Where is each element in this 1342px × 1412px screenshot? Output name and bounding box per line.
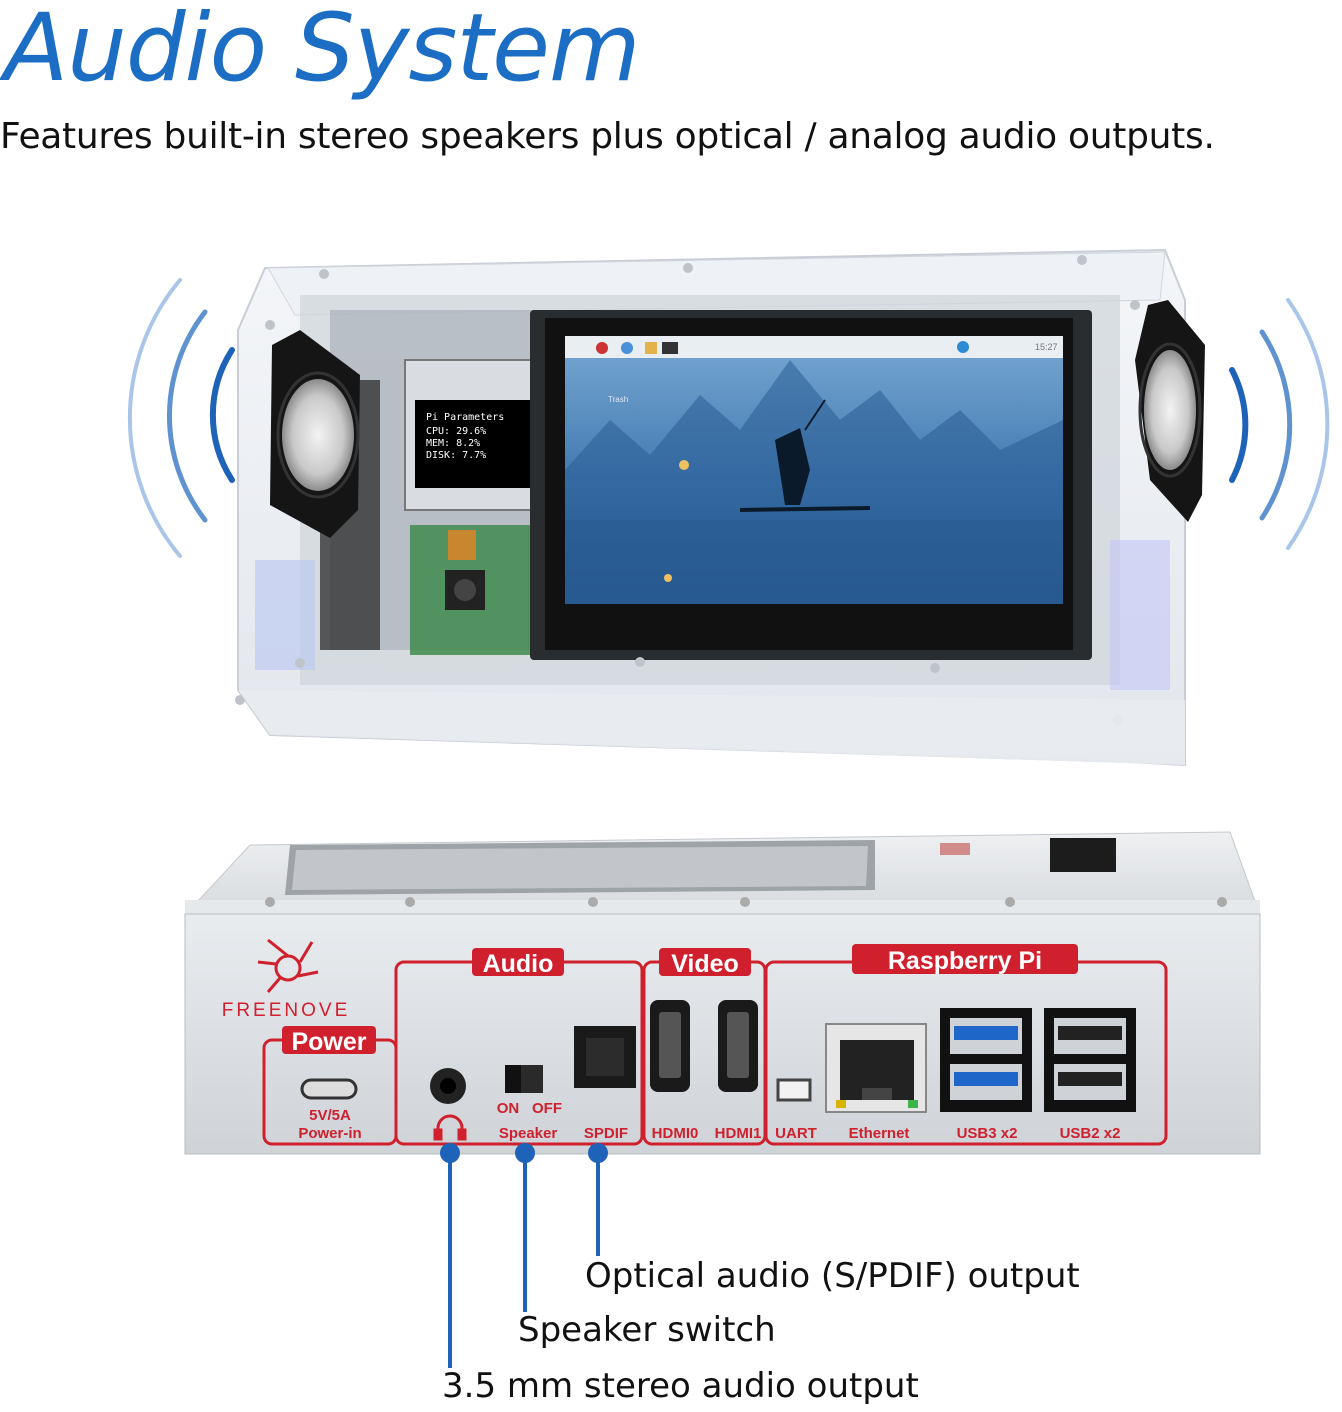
oled-title: Pi Parameters [426, 412, 504, 423]
hdmi0-port [650, 1000, 690, 1092]
usb2-label: USB2 x2 [1060, 1125, 1121, 1142]
video-section-label: Video [671, 950, 739, 978]
speaker-label: Speaker [499, 1125, 558, 1142]
oled-mem: MEM: 8.2% [426, 438, 480, 449]
headphone-icon [433, 1114, 467, 1141]
power-section-label: Power [291, 1028, 366, 1056]
hdmi1-port [718, 1000, 758, 1092]
power-spec-label: 5V/5A [309, 1107, 351, 1124]
freenove-logo-icon [257, 938, 319, 993]
oled-cpu: CPU: 29.6% [426, 426, 486, 437]
optical-callout: Optical audio (S/PDIF) output [585, 1256, 1080, 1296]
power-in-label: Power-in [298, 1125, 361, 1142]
screen-clock: 15:27 [1035, 342, 1058, 352]
uart-label: UART [775, 1125, 817, 1142]
brand-label: FREENOVE [222, 1000, 351, 1021]
raspberry-section-label: Raspberry Pi [888, 947, 1042, 975]
hdmi0-label: HDMI0 [652, 1125, 699, 1142]
spdif-label: SPDIF [584, 1125, 628, 1142]
right-speaker-icon [1135, 300, 1205, 522]
oled-disk: DISK: 7.7% [426, 450, 486, 461]
uart-port [776, 1078, 812, 1102]
switch-on-label: ON [497, 1100, 520, 1117]
spdif-leader-dot [588, 1143, 608, 1163]
hdmi1-label: HDMI1 [715, 1125, 762, 1142]
switch-leader-dot [515, 1143, 535, 1163]
page-title: Audio System [4, 0, 641, 103]
enclosure-front-view [235, 248, 1186, 767]
ethernet-label: Ethernet [849, 1125, 910, 1142]
speaker-switch-callout: Speaker switch [518, 1310, 776, 1350]
trash-label: Trash [608, 395, 628, 404]
usb3-label: USB3 x2 [957, 1125, 1018, 1142]
usb2-ports [1044, 1008, 1136, 1112]
switch-off-label: OFF [532, 1100, 562, 1117]
usb-c-port [300, 1078, 358, 1100]
left-speaker-icon [270, 330, 360, 538]
audio-section-label: Audio [483, 950, 554, 978]
usb3-ports [940, 1008, 1032, 1112]
sound-waves-right-icon [1229, 298, 1330, 550]
jack-callout: 3.5 mm stereo audio output [442, 1366, 919, 1406]
jack-leader-dot [440, 1143, 460, 1163]
page-subtitle: Features built-in stereo speakers plus o… [0, 116, 1215, 157]
sound-waves-left-icon [127, 278, 235, 558]
ethernet-port [825, 1023, 927, 1113]
oled-display [415, 400, 535, 488]
